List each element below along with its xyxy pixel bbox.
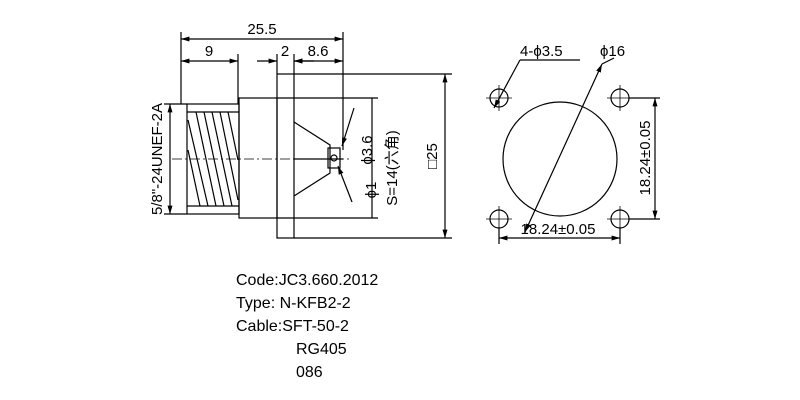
dim-right-label: 8.6 (308, 43, 329, 60)
dim-flange-label: 2 (281, 43, 289, 60)
front-view (486, 57, 660, 244)
spec-cable: Cable:SFT-50-2 (236, 318, 349, 335)
spec-code: Code:JC3.660.2012 (236, 272, 379, 289)
hex-size-label: S=14(六角) (384, 130, 401, 205)
small-diameter-label: ϕ1 (363, 182, 380, 199)
thread-spec-label: 5/8"-24UNEF-2A (149, 103, 166, 215)
spec-cable-alt-2: 086 (296, 364, 323, 381)
spacing-horizontal-label: 18.24±0.05 (521, 221, 596, 238)
holes-label: 4-ϕ3.5 (520, 43, 563, 60)
square-size-label: □25 (424, 143, 441, 169)
dim-total-label: 25.5 (247, 21, 276, 38)
spec-type: Type: N-KFB2-2 (236, 295, 351, 312)
pin-diameter-label: ϕ3.6 (359, 135, 376, 164)
side-view (164, 32, 452, 239)
spacing-vertical-label: 18.24±0.05 (637, 121, 654, 196)
spec-cable-alt-1: RG405 (296, 341, 347, 358)
body-diameter-label: ϕ16 (600, 43, 625, 60)
dim-left-label: 9 (205, 43, 213, 60)
